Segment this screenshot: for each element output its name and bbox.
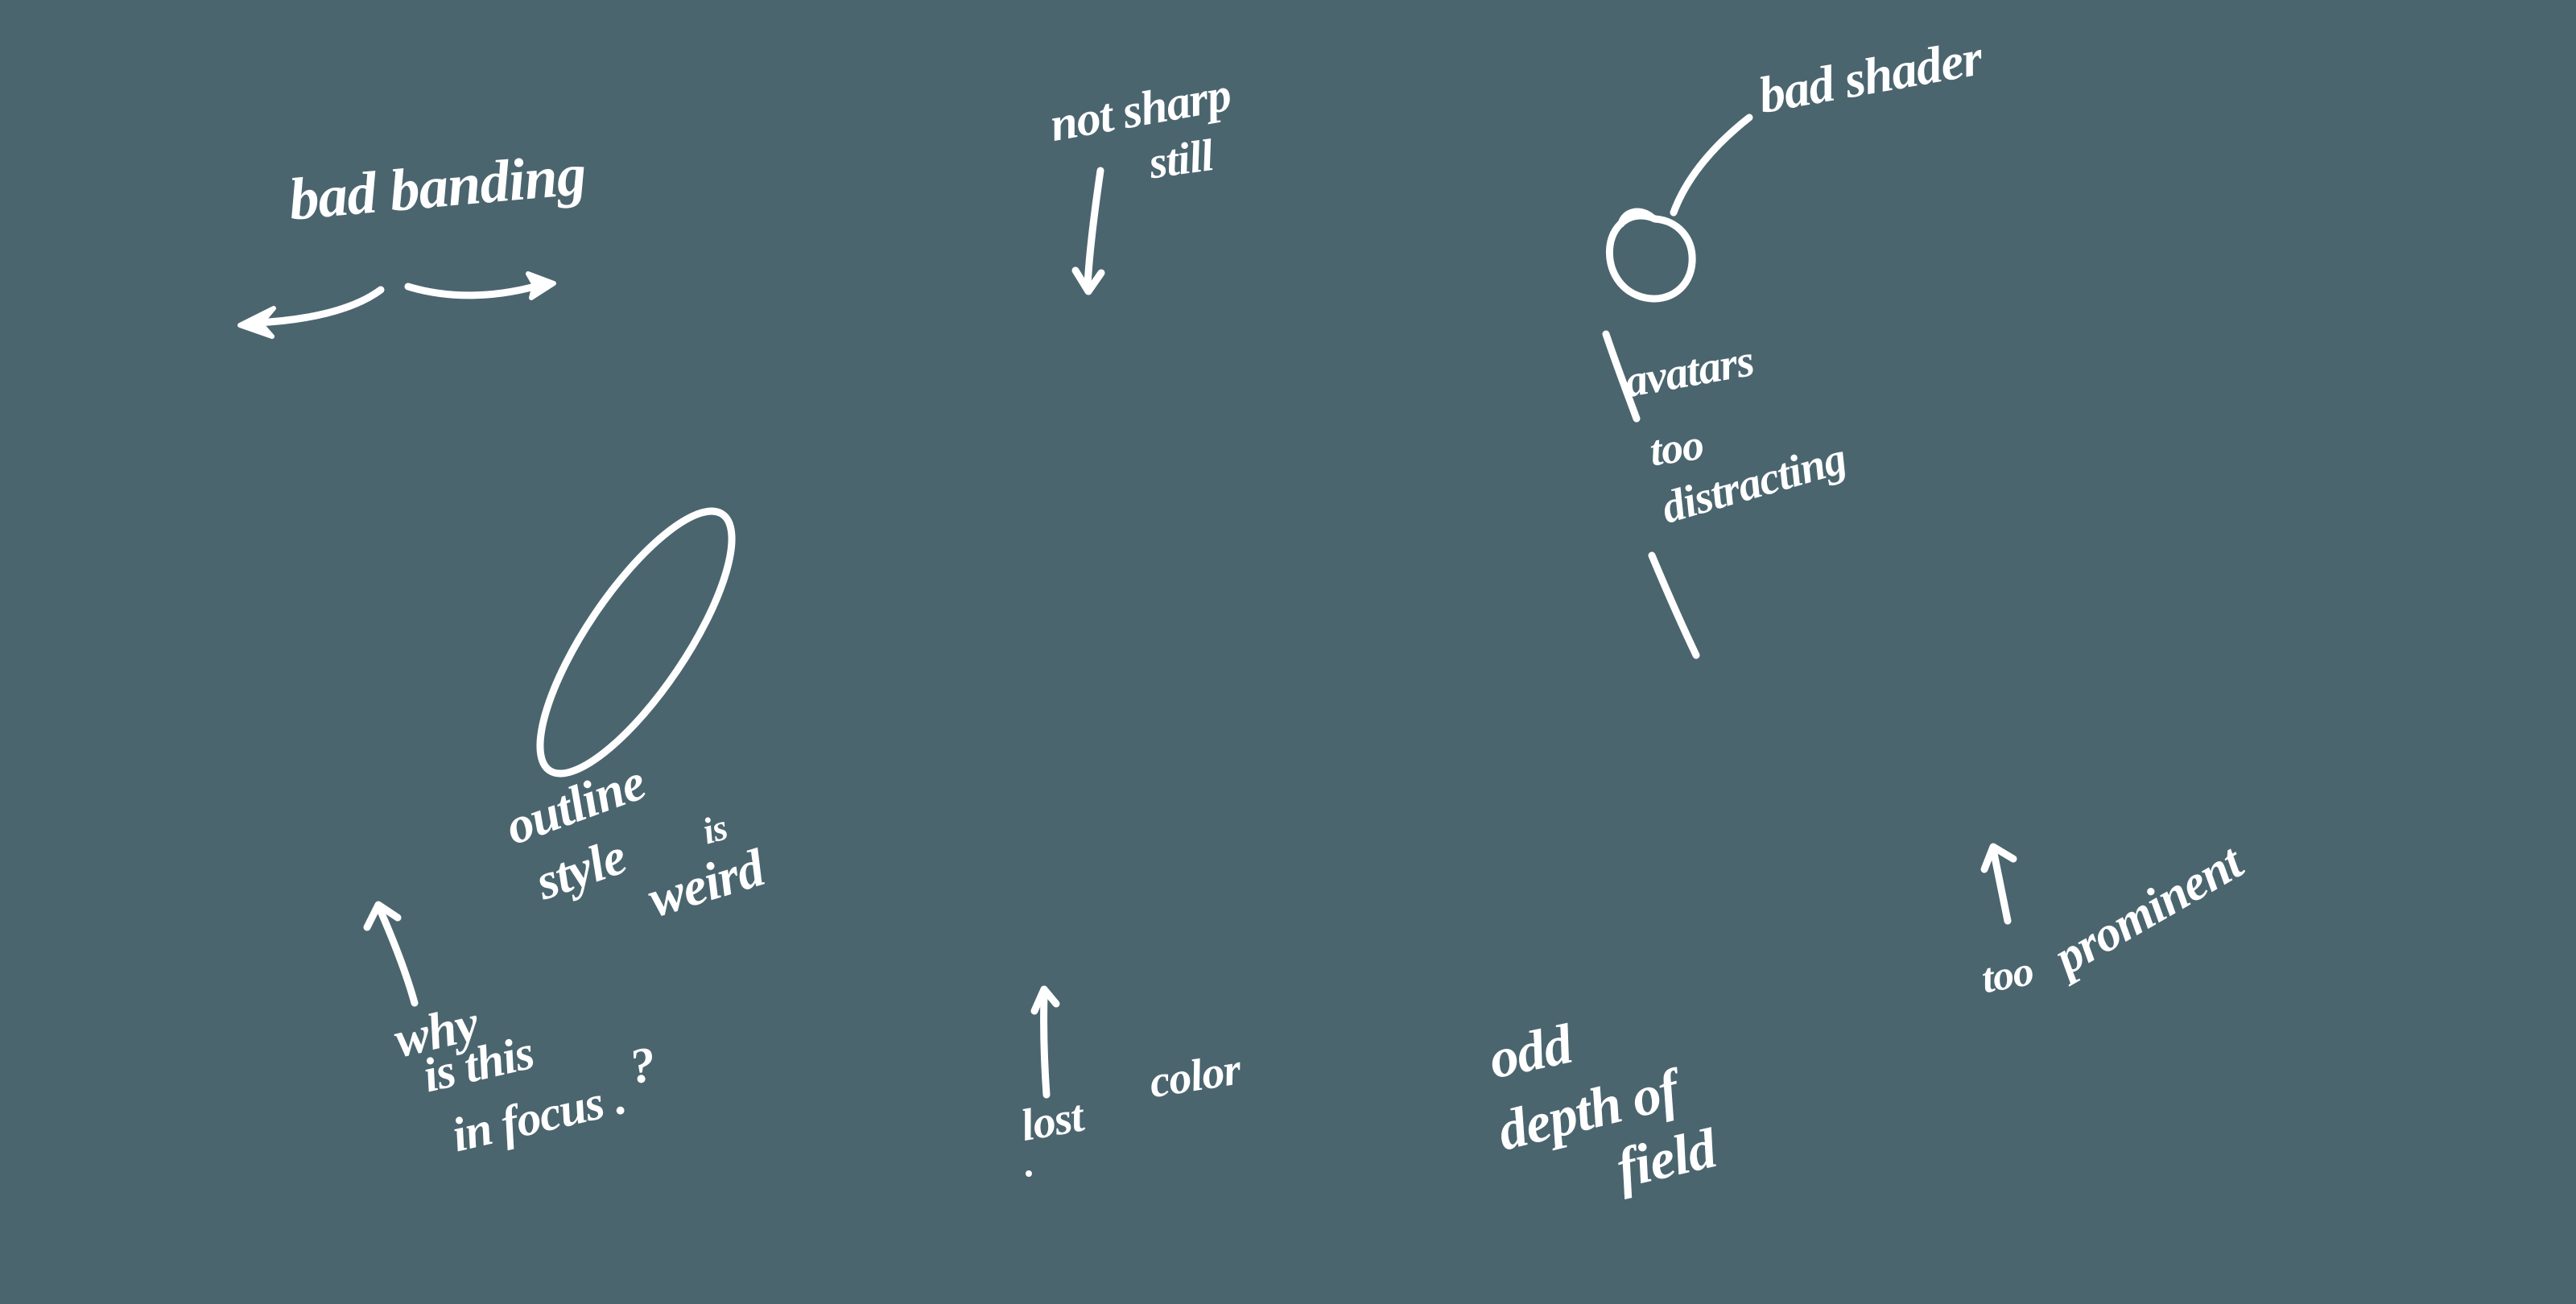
not-sharp-note-line-2: still — [1146, 130, 1216, 189]
avatars-stroke-top — [1602, 330, 1641, 423]
why-focus-arrow-shaft — [376, 906, 419, 1007]
lost-color-arrow-head — [1030, 985, 1060, 1015]
bad-shader-leader-line — [1670, 113, 1753, 217]
not-sharp-arrow-shaft — [1084, 167, 1104, 290]
bad-banding-arrow-right-shaft — [404, 279, 550, 299]
avatars-stroke-bottom — [1648, 551, 1700, 659]
lost-color-stray-dot — [1026, 1170, 1032, 1177]
bad-shader-circle — [1605, 212, 1696, 303]
bad-banding-arrow-left-head — [237, 306, 276, 339]
lost-color-note-word-1: lost — [1017, 1091, 1087, 1152]
too-prominent-note-word-1: too — [1978, 948, 2037, 1003]
too-prominent-arrow-head — [1980, 843, 2017, 873]
too-prominent-arrow-shaft — [1990, 849, 2012, 925]
bad-banding-arrow-left-shaft — [252, 286, 385, 327]
avatars-note-line-2: too — [1646, 419, 1707, 476]
bad-shader-circle-hook — [1617, 208, 1656, 228]
not-sharp-arrow-head — [1071, 266, 1105, 295]
bad-banding-arrow-right-head — [526, 271, 556, 300]
lost-color-arrow-shaft — [1040, 989, 1051, 1099]
outline-ellipse — [536, 507, 736, 778]
why-focus-arrow-head — [363, 901, 402, 931]
